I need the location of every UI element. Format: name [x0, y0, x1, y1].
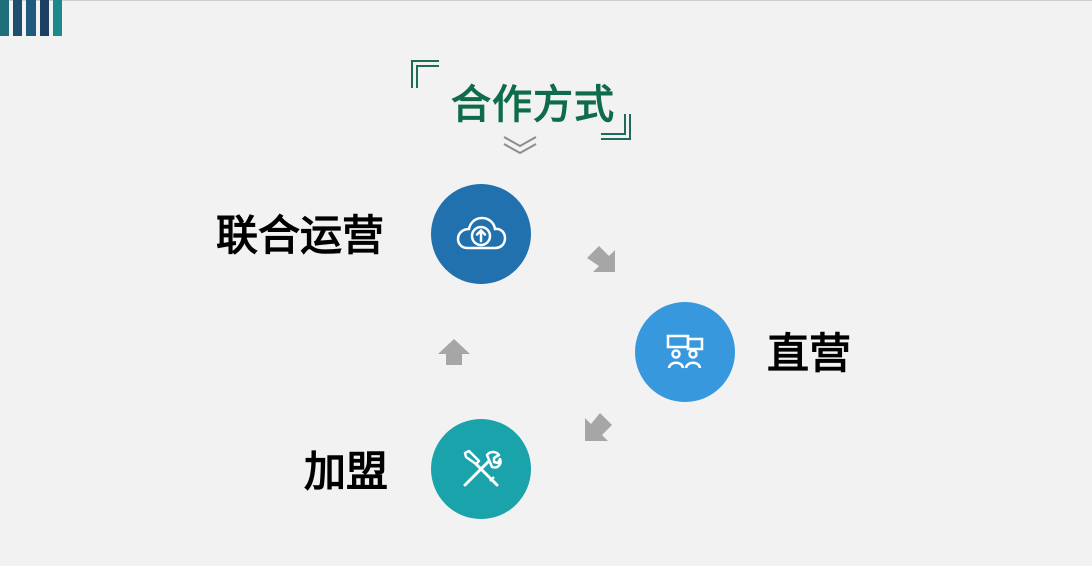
bracket-top-left-decoration	[411, 60, 439, 88]
arrow-down-right-icon	[587, 246, 615, 272]
stripe	[53, 0, 62, 36]
stripe	[40, 0, 49, 36]
top-divider	[0, 0, 1092, 1]
arrow-down-left-icon	[585, 413, 612, 441]
stripe	[13, 0, 22, 36]
node-label-franchise: 加盟	[304, 447, 389, 496]
node-circle-joint-operation	[431, 184, 531, 284]
cloud-upload-icon	[456, 216, 507, 250]
node-label-joint-operation: 联合运营	[216, 211, 385, 260]
stripe	[0, 0, 9, 36]
stripe	[26, 0, 36, 36]
node-circle-direct	[635, 302, 735, 402]
corner-stripes-decoration	[0, 0, 62, 36]
node-label-direct: 直营	[767, 329, 852, 378]
node-circle-franchise	[431, 419, 531, 519]
people-board-icon	[666, 334, 704, 369]
title-block: 合作方式	[408, 60, 638, 160]
tools-icon	[463, 449, 502, 487]
arrow-up-icon	[438, 339, 470, 365]
chevron-down-icon	[503, 136, 537, 155]
bracket-bottom-right-decoration	[601, 114, 631, 140]
page-title: 合作方式	[451, 82, 615, 128]
